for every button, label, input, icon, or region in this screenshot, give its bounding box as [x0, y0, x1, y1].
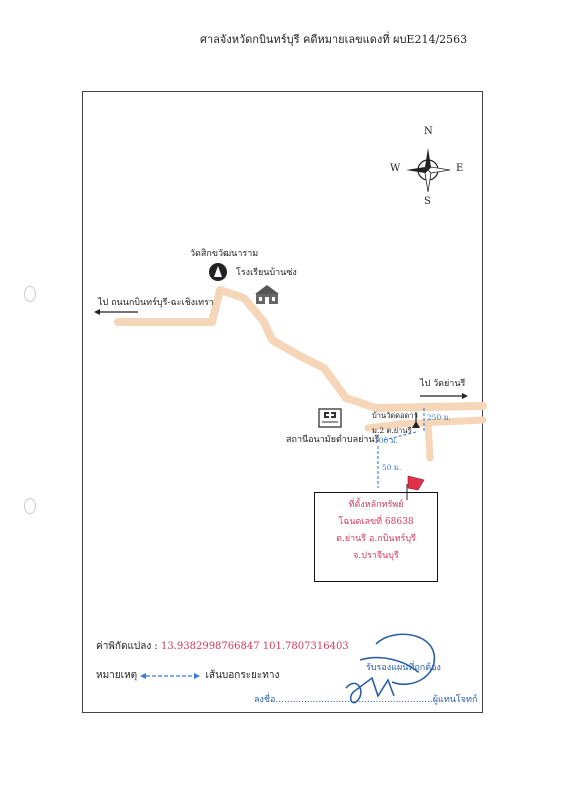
distance-50-label: 50 ม.: [382, 463, 402, 472]
note-label: หมายเหตุ: [96, 670, 138, 681]
compass-rose-icon: [406, 148, 451, 193]
compass-west: W: [390, 163, 401, 174]
compass-east: E: [456, 163, 464, 174]
property-province: จ.ปราจีนบุรี: [353, 551, 399, 561]
school-icon: [255, 285, 279, 304]
branch-road-south: [424, 420, 434, 462]
property-deed: โฉนดเลขที่ 68638: [338, 517, 414, 527]
legend-distance-line-icon: [140, 673, 200, 679]
coordinates-value: 13.9382998766847 101.7807316403: [160, 641, 349, 652]
branch-road: [364, 416, 487, 432]
village-label: บ้านวัดดอดาว: [372, 411, 418, 420]
compass-north: N: [424, 126, 433, 137]
property-box: ที่ตั้งหลักทรัพย์ โฉนดเลขที่ 68638 ต.ย่า…: [314, 492, 438, 582]
coordinates-label: ค่าพิกัดแปลง :: [96, 641, 158, 652]
signature-line: ลงชื่อ..................................…: [254, 695, 478, 705]
signature: [345, 633, 436, 704]
road-network: [114, 286, 487, 462]
map-frame: [82, 91, 483, 713]
punch-hole-top: [24, 286, 36, 302]
distance-250-label: 250 ม.: [427, 413, 452, 422]
punch-hole-bottom: [24, 498, 36, 514]
certify-text: รับรองแผนที่ถูกต้อง: [366, 663, 441, 673]
school-label: โรงเรียนบ้านซ่ง: [236, 268, 297, 278]
main-road: [114, 286, 487, 412]
direction-left-label: ไป ถนนกบินทร์บุรี-ฉะเชิงเทรา: [98, 298, 214, 308]
arrow-left-icon: [94, 309, 138, 315]
direction-right-label: ไป วัดย่านรี: [420, 379, 466, 389]
hospital-icon: [318, 408, 342, 428]
health-station-label: สถานีอนามัยตำบลย่านรี: [286, 435, 380, 445]
property-title: ที่ตั้งหลักทรัพย์: [348, 500, 404, 510]
arrow-right-icon: [420, 393, 468, 399]
moo-label: ม.2 ต.ย่านรี: [372, 426, 412, 435]
distance-lines: [377, 408, 425, 488]
page-header: ศาลจังหวัดกบินทร์บุรี คดีหมายเลขแดงที่ ผ…: [200, 33, 468, 46]
property-district: ต.ย่านรี อ.กบินทร์บุรี: [336, 534, 416, 544]
distance-100-label: 100 ม.: [374, 436, 399, 445]
temple-icon: [209, 263, 227, 281]
legend-text: เส้นบอกระยะทาง: [205, 670, 280, 681]
compass-south: S: [424, 196, 431, 207]
temple-label: วัดสิกขวัฒนาราม: [190, 249, 259, 259]
legend-row: หมายเหตุ เส้นบอกระยะทาง: [96, 668, 279, 683]
coordinates-row: ค่าพิกัดแปลง : 13.9382998766847 101.7807…: [96, 639, 349, 654]
